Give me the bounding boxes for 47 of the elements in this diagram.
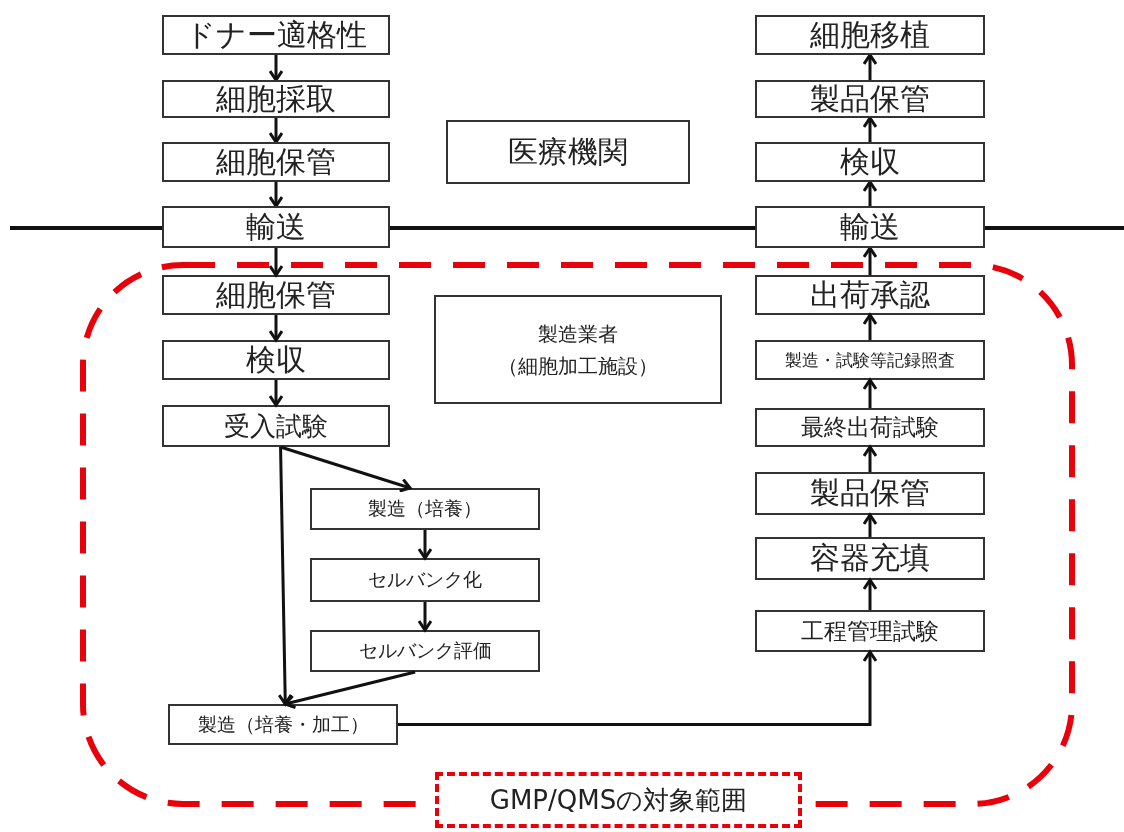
arrow — [862, 53, 878, 80]
arrow — [862, 116, 878, 142]
process-box: 製品保管 — [755, 472, 985, 515]
process-box: 最終出荷試験 — [755, 408, 985, 447]
process-box: 製造・試験等記録照査 — [755, 340, 985, 380]
arrow — [268, 182, 284, 208]
process-box: 細胞採取 — [162, 80, 390, 118]
arrow — [417, 602, 433, 632]
arrow — [862, 378, 878, 408]
arrow — [862, 578, 878, 610]
process-box: 検収 — [755, 142, 985, 182]
process-box: 輸送 — [162, 206, 390, 248]
process-box: 出荷承認 — [755, 275, 985, 315]
arrow — [283, 670, 416, 710]
process-box: 医療機関 — [446, 120, 690, 184]
process-box: 製品保管 — [755, 80, 985, 118]
process-box: ドナー適格性 — [162, 15, 390, 55]
arrow — [268, 55, 284, 82]
arrow — [862, 313, 878, 340]
arrow — [417, 530, 433, 560]
facility-text: 製造業者 — [538, 320, 618, 348]
process-box: 受入試験 — [162, 405, 390, 447]
arrow — [862, 246, 878, 275]
arrow — [280, 445, 412, 493]
arrow — [398, 650, 878, 726]
arrow — [268, 248, 284, 277]
process-box: 細胞移植 — [755, 15, 985, 55]
arrow — [862, 513, 878, 537]
process-box: 製造（培養） — [310, 488, 540, 530]
arrow — [268, 380, 284, 407]
facility-text: （細胞加工施設） — [498, 352, 658, 380]
process-box: 製造（培養・加工） — [168, 704, 398, 745]
process-box: セルバンク評価 — [310, 630, 540, 672]
process-box: 輸送 — [755, 206, 985, 248]
arrow — [268, 315, 284, 342]
process-box: 容器充填 — [755, 537, 985, 580]
process-box: 細胞保管 — [162, 275, 390, 315]
region-label: GMP/QMSの対象範囲 — [435, 772, 802, 828]
arrow — [862, 180, 878, 206]
process-box: セルバンク化 — [310, 558, 540, 602]
process-box: 工程管理試験 — [755, 610, 985, 652]
arrow — [268, 118, 284, 144]
arrow — [862, 445, 878, 472]
process-box: 検収 — [162, 340, 390, 380]
process-box: 細胞保管 — [162, 142, 390, 182]
arrow — [277, 446, 293, 706]
facility-box — [434, 295, 722, 404]
